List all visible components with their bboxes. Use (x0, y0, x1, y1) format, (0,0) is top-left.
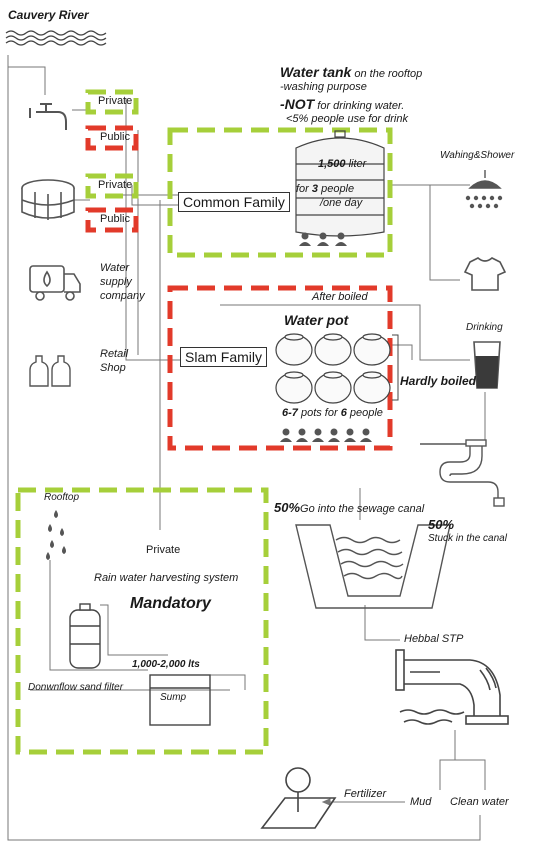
common-family-label: Common Family (178, 192, 290, 212)
tree-field-icon (260, 767, 337, 829)
retail-label-2: Shop (100, 362, 126, 374)
source-private-2: Private (98, 179, 133, 191)
public-frame-1 (85, 125, 139, 151)
water-supply-label-1: Water (100, 262, 130, 274)
sewage-pct-2: 50% (428, 517, 455, 532)
hardly-boiled-label: Hardly boiled (400, 374, 477, 388)
mud-label: Mud (410, 796, 432, 808)
fertilizer-label: Fertilizer (344, 788, 387, 800)
sewage-text-2: Stuck in the canal (428, 533, 507, 544)
tank-people: for 3 people (296, 183, 355, 195)
clean-water-label: Clean water (450, 796, 509, 808)
shirt-icon (463, 257, 507, 291)
slam-family-frame (167, 285, 393, 451)
river-title: Cauvery River (8, 8, 89, 22)
tank-drink-share: <5% people use for drink (286, 113, 408, 125)
tank-capacity: 1,500 liter (318, 158, 367, 170)
tank-title: Water tank on the rooftop (280, 64, 423, 80)
tank-day: /one day (320, 197, 363, 209)
drinking-glass-icon (473, 341, 501, 389)
common-family-frame (167, 127, 393, 258)
sand-filter-icon (69, 603, 101, 669)
water-tank-icon (295, 130, 385, 237)
stp-name: Hebbal STP (404, 633, 464, 645)
rain-system-label: Rain water harvesting system (94, 572, 239, 584)
drinking-label: Drinking (466, 322, 503, 333)
pot-count: 6-7 pots for 6 people (282, 407, 383, 419)
sump-icon (149, 674, 211, 726)
source-private-1: Private (98, 95, 133, 107)
well-icon (21, 179, 75, 220)
water-bottles-icon (29, 355, 71, 387)
water-pots-icon (275, 333, 391, 404)
sewage-canal-icon (295, 524, 451, 609)
water-supply-label-2: supply (100, 276, 132, 288)
tank-purpose: -washing purpose (280, 81, 367, 93)
sewage-text-1: 50%Go into the sewage canal (274, 500, 425, 515)
water-supply-label-3: company (100, 290, 145, 302)
water-truck-icon (29, 265, 81, 301)
source-public-1: Public (100, 131, 130, 143)
filter-label: Donwnflow sand filter (28, 682, 124, 693)
people-icons-3 (299, 232, 347, 246)
rooftop-label: Rooftop (44, 492, 80, 503)
private-frame-2 (85, 173, 139, 199)
pipes-icon (420, 439, 505, 507)
shower-icon (465, 170, 503, 209)
source-public-2: Public (100, 213, 130, 225)
rain-drops-icon (46, 510, 66, 560)
mandatory-label: Mandatory (130, 595, 211, 612)
rain-private-label: Private (146, 544, 181, 556)
rain-system-frame (15, 487, 269, 755)
people-icons-6 (280, 428, 372, 442)
stp-pipe-icon (395, 649, 509, 725)
capacity-label: 1,000-2,000 lts (132, 659, 200, 670)
washing-label: Wahing&Shower (440, 150, 515, 161)
public-frame-2 (85, 207, 139, 233)
retail-label-1: Retail (100, 348, 129, 360)
after-boiled-label: After boiled (312, 291, 368, 303)
private-frame-1 (85, 89, 139, 115)
tap-icon (29, 103, 67, 130)
tank-not-drinking: -NOT for drinking water. (280, 96, 405, 112)
pot-title: Water pot (284, 312, 349, 328)
slam-family-label: Slam Family (180, 347, 268, 367)
sump-label: Sump (160, 692, 187, 703)
